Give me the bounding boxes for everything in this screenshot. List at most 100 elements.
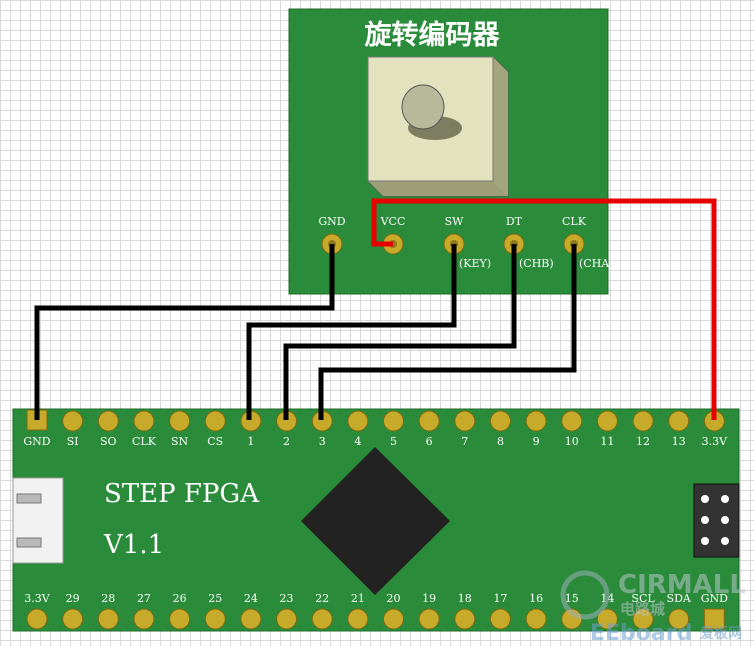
fpga-top-pin-label: 12 — [636, 435, 650, 448]
fpga-pin-pad — [240, 608, 262, 630]
fpga-bottom-pin-label: 19 — [422, 592, 436, 605]
wire-gnd — [34, 244, 335, 420]
wires — [34, 198, 717, 420]
wire-dt — [283, 244, 517, 420]
fpga-bottom-pin-label: 24 — [244, 592, 258, 605]
fpga-bottom-pin-label: 17 — [493, 592, 507, 605]
fpga-chip — [301, 447, 450, 595]
fpga-bottom-pin-label: 28 — [101, 592, 115, 605]
fpga-pin-pad — [383, 410, 404, 432]
fpga-pin-pad — [489, 410, 511, 432]
fpga-pin-pad — [596, 410, 618, 432]
fpga-top-pin-label: 10 — [565, 435, 579, 448]
encoder-pin-label: CLK — [562, 215, 587, 228]
fpga-pin-pad — [347, 608, 369, 630]
fpga-bottom-pin-label: 16 — [529, 592, 543, 605]
fpga-top-pin-label: 13 — [672, 435, 686, 448]
fpga-bottom-pin-label: GND — [701, 592, 728, 605]
encoder-knob — [367, 56, 509, 197]
wire-vcc — [371, 198, 717, 420]
wire-clk — [318, 244, 577, 420]
fpga-pin-pad — [26, 608, 48, 630]
fpga-pin-pad — [596, 608, 618, 630]
fpga-bottom-pin-label: SCL — [631, 592, 655, 605]
fpga-pin-pad — [204, 410, 226, 432]
fpga-pin-pad — [97, 608, 119, 630]
fpga-top-pin-label: SN — [171, 435, 189, 448]
fpga-pin-pad — [383, 608, 404, 630]
fpga-bottom-pin-label: 3.3V — [24, 592, 50, 605]
watermark-logo-icon — [560, 570, 610, 620]
fpga-bottom-pin-label: 23 — [280, 592, 294, 605]
fpga-top-pin-label: 7 — [461, 435, 468, 448]
fpga-top-pin-label: 6 — [426, 435, 433, 448]
encoder-pin-label: DT — [506, 215, 523, 228]
fpga-bottom-pin-label: 27 — [137, 592, 151, 605]
header-holes — [701, 495, 729, 545]
knob-side — [493, 57, 508, 196]
knob-shaft — [401, 84, 445, 130]
fpga-pin-pad — [276, 608, 298, 630]
fpga-top-pin-label: 3.3V — [702, 435, 728, 448]
watermark-eeboard: EEboard — [590, 621, 692, 646]
fpga-pin-pad — [204, 608, 226, 630]
fpga-top-pin-label: 5 — [390, 435, 397, 448]
usb-connector — [12, 477, 64, 564]
fpga-bottom-pin-label: 25 — [208, 592, 222, 605]
fpga-bottom-pin-label: 15 — [565, 592, 579, 605]
fpga-pin-pad — [525, 410, 547, 432]
encoder-pin-sublabel: (CHB) — [519, 257, 554, 270]
encoder-pin-sublabel: (KEY) — [459, 257, 491, 270]
fpga-bottom-pin-label: 21 — [351, 592, 365, 605]
wire-sw — [246, 244, 457, 420]
encoder-title: 旋转编码器 — [365, 19, 501, 51]
watermark-cn: 电路城 — [620, 600, 665, 618]
fpga-pin-pad — [632, 608, 654, 630]
fpga-pin-pad — [169, 410, 191, 432]
fpga-top-pin-label: 4 — [354, 435, 361, 448]
encoder-pin-label: GND — [318, 215, 345, 228]
usb-pin — [16, 537, 42, 548]
fpga-pin-pad-square — [703, 608, 725, 630]
watermark: CIRMALL 电路城 EEboard 爱板网 — [560, 570, 746, 646]
fpga-pin-pad — [62, 410, 84, 432]
watermark-aiban: 爱板网 — [700, 625, 742, 642]
fpga-bottom-pin-label: 18 — [458, 592, 472, 605]
fpga-top-pin-label: SO — [100, 435, 117, 448]
fpga-pin-pad — [561, 410, 583, 432]
fpga-pin-pad — [454, 608, 476, 630]
fpga-pin-pad — [169, 608, 191, 630]
fpga-top-pin-label: CS — [207, 435, 223, 448]
encoder-pin-sublabel: (CHA) — [579, 257, 614, 270]
fpga-top-pin-label: 1 — [247, 435, 254, 448]
usb-pin — [16, 493, 42, 504]
header-connector — [693, 483, 740, 558]
fpga-top-pin-label: SI — [67, 435, 79, 448]
fpga-pin-pad — [418, 410, 440, 432]
fpga-pin-pad — [311, 608, 333, 630]
fpga-pin-pad — [133, 410, 155, 432]
fpga-bottom-pin-label: 29 — [66, 592, 80, 605]
fpga-version: V1.1 — [103, 530, 164, 560]
fpga-top-pin-label: 3 — [319, 435, 326, 448]
fpga-pin-pad — [62, 608, 84, 630]
fpga-pin-pad — [418, 608, 440, 630]
encoder-pin-label: SW — [445, 215, 465, 228]
fpga-bottom-pin-label: SDA — [667, 592, 692, 605]
fpga-pin-pad — [525, 608, 547, 630]
fpga-pin-pad — [133, 608, 155, 630]
fpga-top-pin-label: CLK — [132, 435, 157, 448]
fpga-pin-pad — [97, 410, 119, 432]
fpga-bottom-pin-label: 20 — [387, 592, 401, 605]
fpga-top-pin-label: 11 — [600, 435, 614, 448]
fpga-top-pin-label: 2 — [283, 435, 290, 448]
watermark-cirmall: CIRMALL — [618, 570, 746, 600]
knob-bottom — [368, 181, 508, 196]
fpga-pin-pad — [668, 410, 690, 432]
fpga-bottom-pin-label: 22 — [315, 592, 329, 605]
fpga-pin-pad — [489, 608, 511, 630]
fpga-top-pin-label: GND — [23, 435, 50, 448]
fpga-pin-pad — [668, 608, 690, 630]
